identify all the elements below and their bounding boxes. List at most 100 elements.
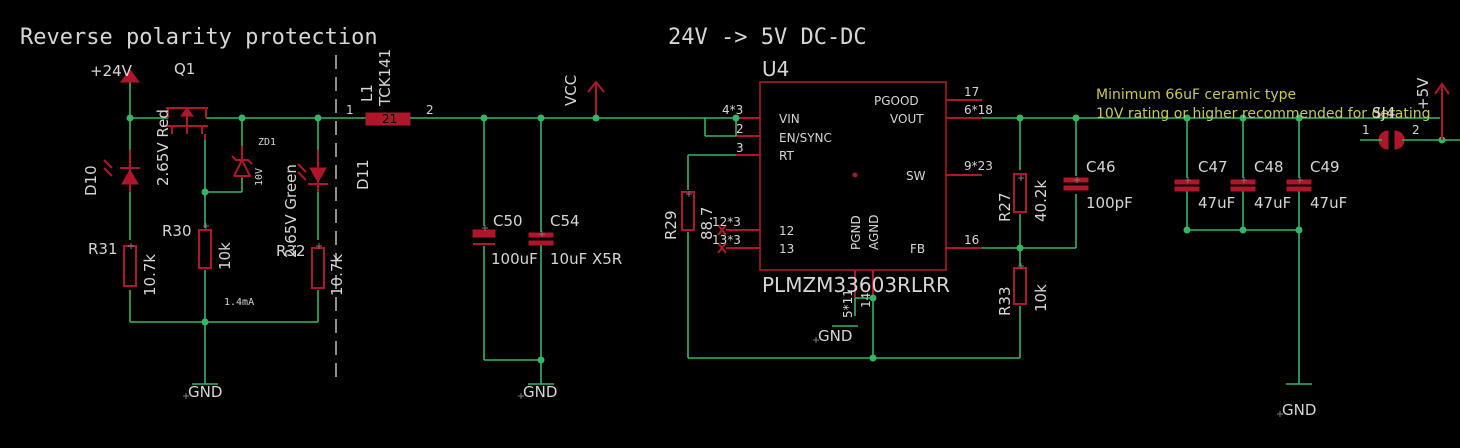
zd1-value: 10V	[254, 168, 265, 186]
u4-label: U4	[762, 57, 789, 81]
r31-resistor-symbol	[123, 245, 137, 287]
u4-num-pgnd: 5*11	[841, 289, 855, 318]
l1-value: TCK141	[376, 49, 394, 107]
u4-pin-vin: VIN	[779, 112, 800, 126]
r27-value: 40.2k	[1032, 180, 1050, 222]
l1-mark: 21	[382, 112, 397, 126]
u4-wires	[687, 114, 1440, 362]
sj4-pin2: 2	[1412, 123, 1420, 137]
d11-led-symbol	[297, 150, 328, 192]
r30-resistor-symbol	[198, 229, 212, 269]
reverse-polarity-junctions	[126, 114, 322, 326]
u4-pin-fb: FB	[910, 242, 925, 256]
u4-ic-symbol	[717, 81, 982, 298]
r33-value: 10k	[1032, 284, 1050, 312]
u4-num-sw: 9*23	[964, 159, 993, 173]
vcc-supply-symbol	[587, 80, 605, 118]
u4-pin-agnd: AGND	[867, 214, 881, 250]
u4-num-fb: 16	[964, 233, 979, 247]
d10-value: 2.65V Red	[154, 109, 172, 186]
u4-num-vout: 6*18	[964, 103, 993, 117]
note-line-2: 10V rating or higher recommended for der…	[1096, 106, 1430, 122]
u4-pin-pgnd: PGND	[849, 215, 863, 250]
c54-label: C54	[550, 212, 580, 230]
sj4-label: SJ4	[1372, 104, 1396, 122]
c47-value: 47uF	[1198, 194, 1235, 212]
note-line-1: Minimum 66uF ceramic type	[1096, 87, 1296, 103]
c46-label: C46	[1086, 158, 1116, 176]
u4-num-en: 2	[736, 122, 744, 136]
q1-label: Q1	[174, 60, 195, 78]
r33-resistor-symbol	[1013, 267, 1027, 305]
sj4-jumper-symbol	[1360, 130, 1460, 150]
c48-value: 47uF	[1254, 194, 1291, 212]
l1-pin2: 2	[426, 103, 434, 117]
gnd-label-left: GND	[188, 383, 222, 401]
r32-value: 10.7k	[328, 254, 346, 296]
c50-label: C50	[493, 212, 523, 230]
c54-capacitor-symbol	[528, 232, 554, 246]
r32-label: R32	[276, 242, 306, 260]
net-label-5v: +5V	[1414, 77, 1432, 110]
c49-label: C49	[1310, 158, 1340, 176]
v24-supply-symbol	[120, 69, 140, 83]
gnd-label-u4: GND	[818, 327, 852, 345]
l1-label: L1	[358, 84, 376, 102]
u4-pin-pgood: PGOOD	[874, 94, 919, 108]
r29-value: 88.7	[698, 207, 716, 240]
c47-capacitor-symbol	[1174, 179, 1200, 192]
u4-pin-en: EN/SYNC	[779, 131, 832, 145]
u4-num-nc13: 13*3	[712, 233, 741, 247]
r31-label: R31	[88, 240, 118, 258]
input-cap-wires	[480, 114, 545, 384]
r27-resistor-symbol	[1013, 173, 1027, 213]
c50-value: 100uF	[491, 250, 538, 268]
r33-label: R33	[996, 286, 1014, 316]
u4-num-vin: 4*3	[722, 103, 743, 117]
d11-value: 2.65V Green	[282, 164, 300, 258]
feedback-wires	[1016, 114, 1080, 358]
reverse-polarity-title: Reverse polarity protection	[20, 25, 378, 50]
u4-num-rt: 3	[736, 141, 744, 155]
zd1-zener-symbol	[231, 146, 253, 178]
l1-pin1: 1	[346, 103, 354, 117]
r29-resistor-symbol	[681, 191, 695, 231]
c48-label: C48	[1254, 158, 1284, 176]
u4-num-nc12: 12*3	[712, 215, 741, 229]
c54-value: 10uF X5R	[550, 250, 622, 268]
c48-capacitor-symbol	[1230, 179, 1256, 192]
u4-num-pgood: 17	[964, 85, 979, 99]
c49-capacitor-symbol	[1286, 179, 1312, 192]
gnd-label-middle: GND	[523, 383, 557, 401]
gnd-label-right: GND	[1282, 401, 1316, 419]
u4-pin-12: 12	[779, 224, 794, 238]
d10-label: D10	[82, 165, 100, 196]
c46-value: 100pF	[1086, 194, 1133, 212]
output-cap-wires	[1183, 114, 1303, 384]
u4-pin-rt: RT	[779, 149, 794, 163]
r27-label: R27	[996, 192, 1014, 222]
d10-led-symbol	[103, 150, 140, 192]
c50-capacitor-symbol	[472, 229, 496, 245]
net-label-vcc: VCC	[562, 75, 580, 106]
sj4-pin1: 1	[1362, 123, 1370, 137]
u4-pin-sw: SW	[906, 169, 926, 183]
u4-pin-vout: VOUT	[890, 112, 924, 126]
c47-label: C47	[1198, 158, 1228, 176]
l1-symbol	[340, 112, 736, 126]
r29-label: R29	[662, 210, 680, 240]
u4-num-agnd: 14	[859, 293, 873, 308]
d11-label: D11	[354, 159, 372, 190]
current-annotation: 1.4mA	[224, 297, 254, 308]
v5-supply-symbol	[1434, 82, 1450, 140]
q1-mosfet-symbol	[166, 107, 208, 140]
origin-markers	[128, 175, 1303, 417]
r32-resistor-symbol	[311, 247, 325, 289]
u4-pin-13: 13	[779, 242, 794, 256]
c49-value: 47uF	[1310, 194, 1347, 212]
dcdc-title: 24V -> 5V DC-DC	[668, 25, 867, 50]
r31-value: 10.7k	[141, 254, 159, 296]
u4-part-number: PLMZM33603RLRR	[762, 273, 950, 297]
reverse-polarity-wires	[129, 82, 340, 384]
net-label-24v: +24V	[90, 62, 133, 80]
